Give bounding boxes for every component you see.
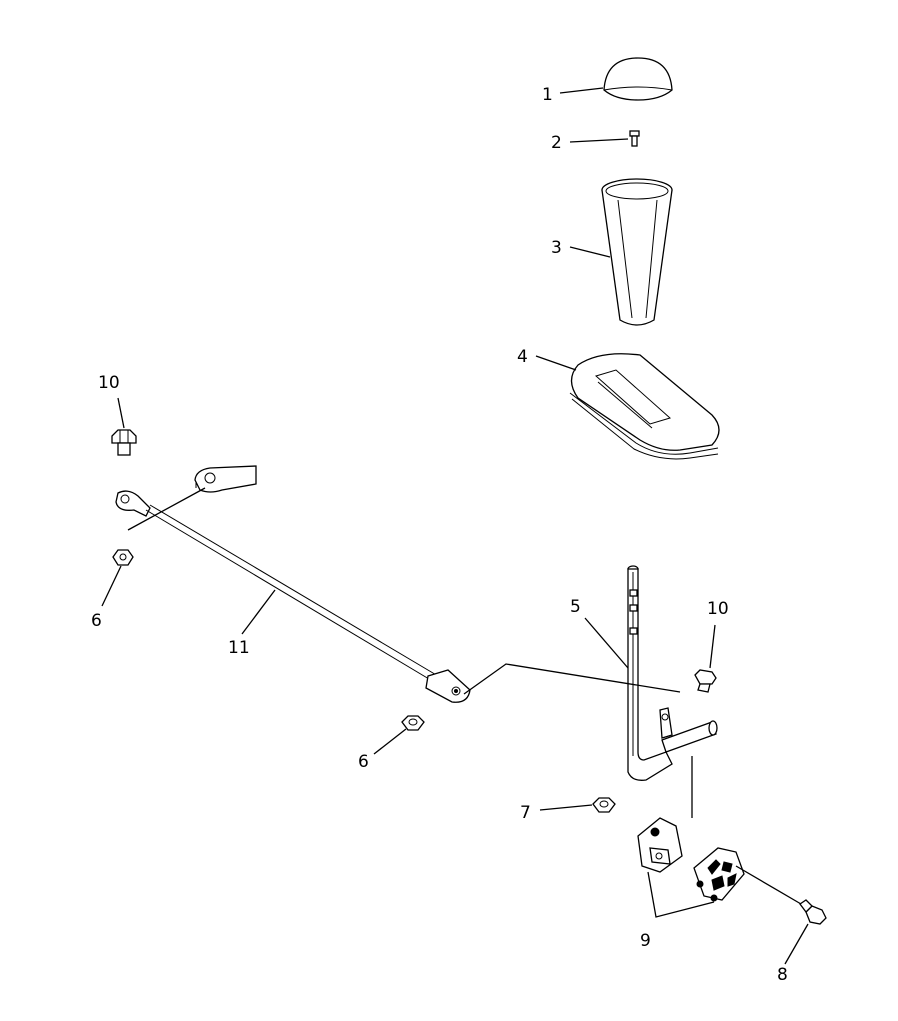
callout-2: 2 — [551, 133, 562, 153]
part-2-screw — [629, 130, 640, 147]
part-6-nut-left — [112, 549, 134, 566]
callout-4: 4 — [517, 347, 528, 367]
callout-9: 9 — [640, 931, 651, 951]
callout-8: 8 — [777, 965, 788, 985]
part-4-base-plate — [569, 353, 720, 460]
part-7-nut — [592, 797, 616, 813]
part-1-knob-cap — [603, 57, 673, 101]
leader-lines — [101, 87, 809, 965]
callout-11: 11 — [228, 638, 250, 658]
callout-10-left: 10 — [98, 373, 120, 393]
part-9-bushing-left — [637, 817, 683, 873]
callout-10-right: 10 — [707, 599, 729, 619]
callout-5: 5 — [570, 597, 581, 617]
callout-1: 1 — [542, 85, 553, 105]
mounting-bracket — [194, 465, 257, 493]
part-3-grip — [601, 178, 673, 326]
part-6-nut-center — [401, 715, 425, 731]
callout-3: 3 — [551, 238, 562, 258]
part-10-bolt-right — [694, 669, 717, 693]
callout-labels: 1 2 3 4 10 6 11 5 10 6 7 9 8 — [91, 85, 788, 985]
part-10-bolt-left — [111, 429, 137, 456]
callout-6-left: 6 — [91, 611, 102, 631]
part-8-bolt — [799, 899, 827, 925]
callout-6-center: 6 — [358, 752, 369, 772]
part-11-link-rod — [115, 490, 471, 703]
part-9-bushing-right — [693, 847, 745, 902]
part-5-shift-lever — [627, 565, 718, 781]
callout-7: 7 — [520, 803, 531, 823]
